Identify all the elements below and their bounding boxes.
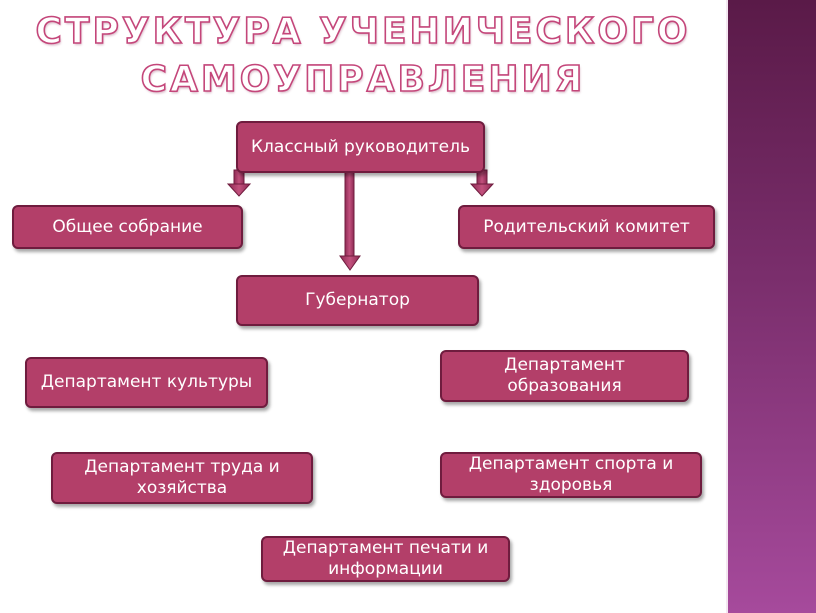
title-line-1: СТРУКТУРА УЧЕНИЧЕСКОГО (35, 10, 691, 53)
slide-title: СТРУКТУРА УЧЕНИЧЕСКОГО САМОУПРАВЛЕНИЯ (0, 8, 726, 104)
node-dept-sport: Департамент спорта и здоровья (440, 452, 702, 498)
node-governor: Губернатор (236, 275, 479, 326)
title-line-2: САМОУПРАВЛЕНИЯ (140, 58, 586, 101)
node-parent-committee: Родительский комитет (458, 205, 715, 249)
node-dept-labor: Департамент труда и хозяйства (51, 452, 313, 504)
node-dept-education: Департамент образования (440, 350, 689, 402)
decorative-side-band (726, 0, 816, 613)
arrow-to-parent-committee (469, 169, 495, 197)
connector-arrows (226, 169, 495, 271)
node-class-teacher: Классный руководитель (236, 121, 485, 173)
node-dept-culture: Департамент культуры (25, 357, 268, 408)
arrow-to-general-meeting (226, 169, 252, 197)
node-general-meeting: Общее собрание (12, 205, 243, 249)
arrow-to-governor (339, 171, 361, 271)
node-dept-press: Департамент печати и информации (261, 536, 510, 582)
